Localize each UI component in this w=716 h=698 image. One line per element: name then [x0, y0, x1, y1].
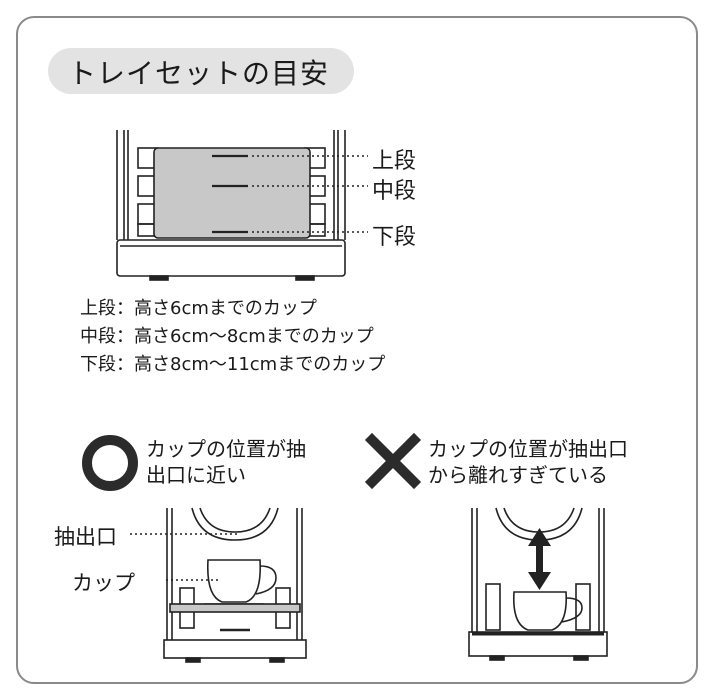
callout-spout: 抽出口 — [54, 525, 117, 549]
tray-label-upper: 上段 — [372, 149, 417, 174]
section-title: トレイセットの目安 — [68, 57, 330, 90]
machine-good — [130, 507, 307, 663]
good-caption: カップの位置が抽 出口に近い — [146, 437, 306, 487]
tray-spec-upper: 上段：高さ6cmまでのカップ — [80, 298, 317, 319]
cross-icon — [364, 432, 422, 490]
callout-cup: カップ — [72, 571, 135, 595]
bad-caption: カップの位置が抽出口 から離れすぎている — [428, 437, 628, 487]
machine-bad — [468, 507, 608, 661]
tray-spec-middle: 中段：高さ6cm〜8cmまでのカップ — [80, 326, 374, 347]
circle-icon — [82, 435, 138, 491]
distance-arrow-icon — [528, 528, 551, 590]
tray-label-lower: 下段 — [372, 225, 417, 250]
section-title-pill: トレイセットの目安 — [48, 48, 354, 94]
tray-panel — [153, 147, 311, 239]
tray-spec-lower: 下段：高さ8cm〜11cmまでのカップ — [80, 354, 386, 375]
tray-label-middle: 中段 — [372, 179, 417, 204]
content-frame — [16, 16, 698, 684]
